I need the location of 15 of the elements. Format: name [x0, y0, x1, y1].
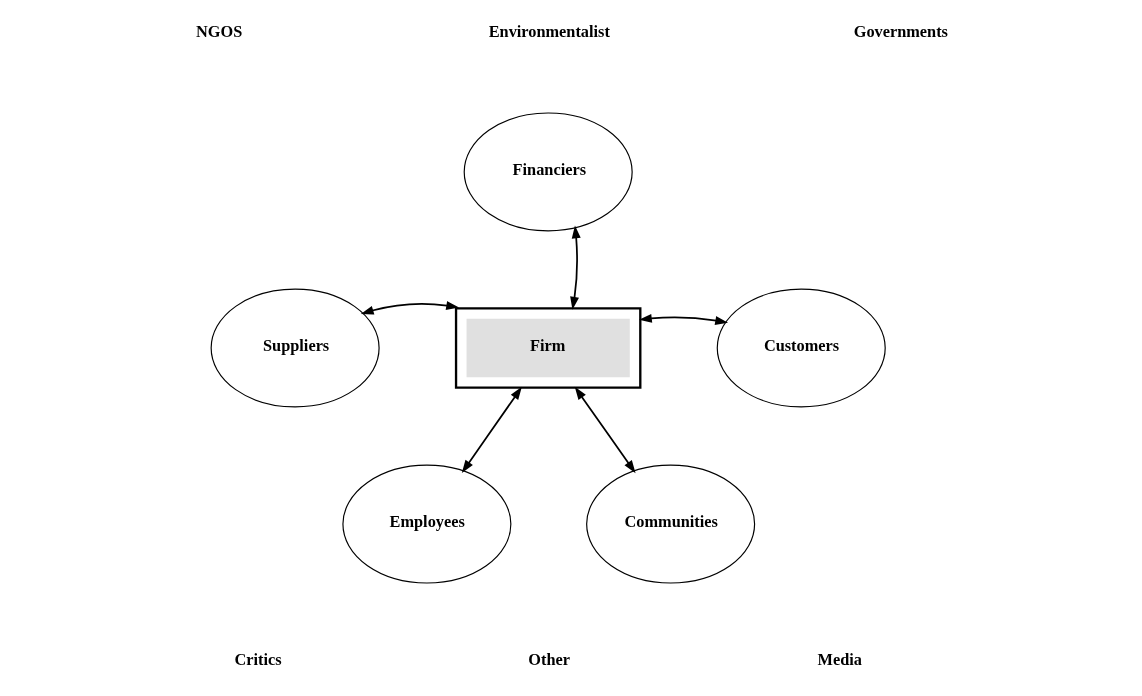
node-ellipse: Communities: [585, 464, 755, 584]
label: Other: [527, 650, 570, 670]
node-ellipse: Financiers: [463, 112, 633, 232]
node-ellipse: Employees: [341, 464, 511, 584]
arrow: [461, 386, 522, 473]
arrow: [574, 386, 636, 474]
label: Media: [817, 650, 862, 670]
label: NGOS: [195, 21, 242, 41]
label: Governments: [853, 21, 948, 41]
arrow: [569, 225, 581, 310]
label: Environmentalist: [488, 21, 610, 41]
node-ellipse: Suppliers: [210, 288, 380, 408]
arrow: [360, 301, 459, 315]
arrow: [638, 313, 728, 325]
label: Critics: [233, 650, 282, 670]
